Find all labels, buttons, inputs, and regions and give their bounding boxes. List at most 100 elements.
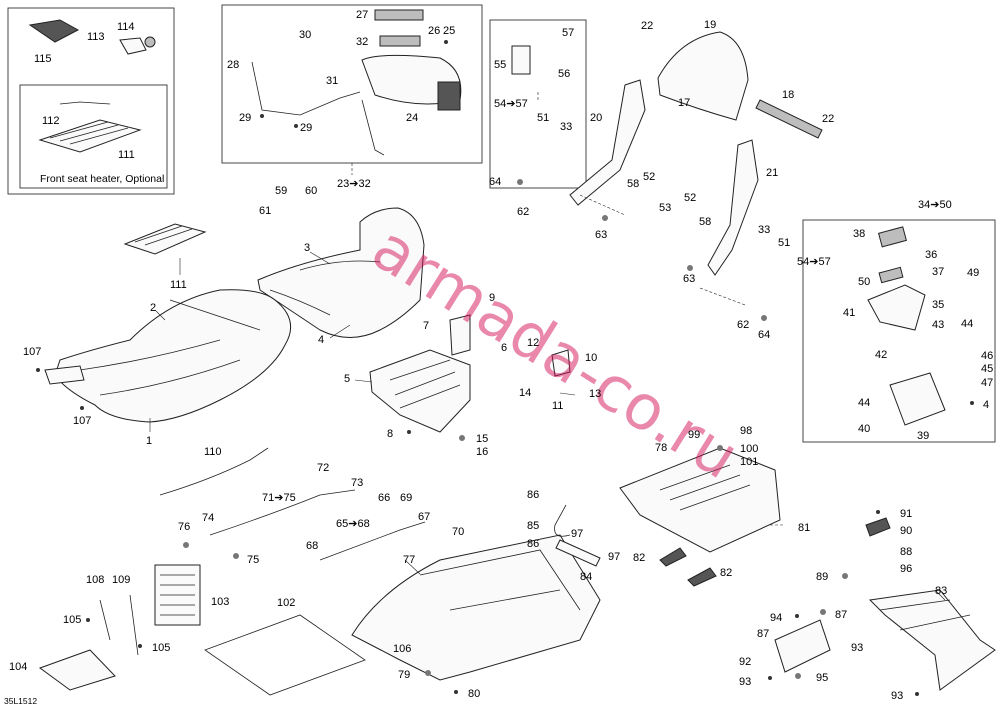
pad-strip-upper-part	[374, 9, 424, 21]
label-44b: 44	[858, 397, 870, 409]
label-31: 31	[326, 75, 338, 87]
label-95: 95	[816, 672, 828, 684]
label-4: 4	[318, 334, 324, 346]
label-111a: 111	[118, 149, 135, 161]
label-86b: 86	[527, 538, 539, 550]
label-100: 100	[740, 443, 758, 455]
harness-71-part	[209, 489, 356, 536]
storage-bin-part	[351, 534, 601, 681]
label-81: 81	[798, 522, 810, 534]
nut-icon	[602, 215, 608, 221]
screw-icon	[86, 618, 90, 622]
label-63b: 63	[683, 273, 695, 285]
label-107a: 107	[23, 346, 41, 358]
leader-13	[559, 392, 576, 396]
label-7: 7	[423, 320, 429, 332]
pad-strip-lower-part	[379, 35, 421, 47]
label-39: 39	[917, 430, 929, 442]
backrest-arm-right-part	[707, 139, 759, 276]
label-110: 110	[204, 446, 222, 458]
luggage-rack-part	[868, 589, 996, 691]
label-101: 101	[740, 456, 758, 468]
leader-2	[154, 309, 166, 321]
label-64b: 64	[758, 329, 770, 341]
label-93b: 93	[739, 676, 751, 688]
label-44a: 44	[961, 318, 973, 330]
label-103: 103	[211, 596, 229, 608]
backrest-pad-part	[437, 81, 461, 111]
heater-mat-part	[38, 119, 142, 153]
label-17: 17	[678, 97, 690, 109]
label-85: 85	[527, 520, 539, 532]
label-9: 9	[489, 292, 495, 304]
label-78: 78	[655, 442, 667, 454]
label-87a: 87	[835, 609, 847, 621]
label-2: 2	[150, 302, 156, 314]
parts	[28, 9, 996, 696]
label-33a: 33	[560, 121, 572, 133]
phone-holder-part	[511, 45, 531, 75]
callout-leaders	[149, 92, 946, 601]
harness-65-part	[319, 521, 426, 561]
label-26: 26	[428, 25, 440, 37]
leader-77	[404, 559, 421, 575]
label-51b: 51	[778, 237, 790, 249]
heat-shield-fins	[160, 574, 195, 616]
backrest-part	[657, 31, 749, 121]
label-4b: 4	[983, 399, 989, 411]
label-62b: 62	[737, 319, 749, 331]
label-70: 70	[452, 526, 464, 538]
phone-holder-kit-frame	[489, 19, 587, 189]
screw-icon	[80, 406, 84, 410]
screw-icon	[768, 676, 772, 680]
callout-labels: 115 114 113 112 111 Front seat heater, O…	[4, 9, 993, 706]
nut-icon	[517, 179, 523, 185]
heater-harness-part	[59, 101, 111, 105]
label-112: 112	[42, 115, 60, 127]
label-8: 8	[387, 428, 393, 440]
floor-mat-part	[204, 614, 366, 696]
screw-icon	[407, 430, 411, 434]
label-46: 46	[981, 350, 993, 362]
battery-tray-part	[38, 649, 116, 691]
label-47: 47	[981, 377, 993, 389]
label-105a: 105	[63, 614, 81, 626]
label-59: 59	[275, 185, 287, 197]
strap-part	[554, 504, 571, 537]
frames	[7, 4, 996, 443]
label-105b: 105	[152, 642, 170, 654]
label-55: 55	[494, 59, 506, 71]
label-58a: 58	[627, 178, 639, 190]
label-60: 60	[305, 185, 317, 197]
label-74: 74	[202, 512, 214, 524]
label-83: 83	[935, 585, 947, 597]
label-82a: 82	[633, 552, 645, 564]
armrest-pad-small-part	[878, 266, 904, 284]
label-66: 66	[378, 492, 390, 504]
support-bracket-part	[99, 594, 139, 656]
leader-83	[934, 589, 946, 601]
backrest-arm-left-part	[569, 79, 646, 206]
heater-mat-grid	[49, 121, 129, 145]
label-16: 16	[476, 446, 488, 458]
screw-icon	[36, 368, 40, 372]
label-52b: 52	[684, 192, 696, 204]
label-20: 20	[590, 112, 602, 124]
label-82b: 82	[720, 567, 732, 579]
label-77: 77	[403, 554, 415, 566]
armrest-base-part	[889, 372, 946, 426]
backrest-cable-part	[361, 99, 385, 156]
screw-icon	[260, 114, 264, 118]
screw-icon	[970, 401, 974, 405]
label-13: 13	[589, 388, 601, 400]
screw-icon	[444, 40, 448, 44]
label-98: 98	[740, 425, 752, 437]
label-54-57a: 54➔57	[494, 98, 528, 110]
label-34-50: 34➔50	[918, 199, 952, 211]
label-25: 25	[443, 25, 455, 37]
nut-icon	[842, 573, 848, 579]
front-seat-part	[54, 289, 292, 423]
heater-switch-part	[28, 19, 80, 43]
label-30: 30	[299, 29, 311, 41]
label-91: 91	[900, 508, 912, 520]
